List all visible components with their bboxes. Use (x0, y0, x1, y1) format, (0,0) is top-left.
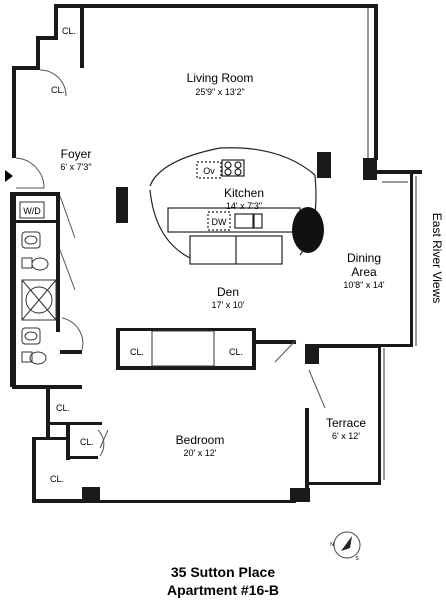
living-room-name: Living Room (187, 71, 254, 85)
closet-label-den-left: CL. (130, 347, 144, 357)
wall-terrace-pillar (305, 344, 319, 364)
kitchen-name: Kitchen (224, 186, 264, 200)
wall-closet-b-top (46, 386, 50, 438)
den-dims: 17' x 10' (212, 300, 245, 310)
view-label: East River Views (430, 213, 444, 303)
wall-den-divider (116, 366, 256, 370)
closet-label-bed-lower: CL. (50, 474, 64, 484)
wall-bath-top (12, 192, 60, 196)
wall-bottom-pillar (82, 487, 100, 503)
wall-dining-right (410, 174, 413, 346)
wall-closet-b-mid (46, 422, 102, 425)
dining-name-line1: Dining (347, 251, 381, 265)
wall-terrace-top (305, 344, 380, 348)
wall-closet-c2 (66, 456, 98, 459)
compass-south: S (355, 556, 359, 562)
closet-label-top: CL. (62, 26, 76, 36)
bath-fixtures (21, 231, 57, 365)
wall-right-upper (374, 4, 378, 160)
washer-dryer-label: W/D (23, 206, 41, 216)
wall-closet-top (54, 4, 84, 8)
wall-bedroom-bottom (96, 500, 296, 503)
den-built-in (151, 330, 215, 367)
entry-door (5, 157, 45, 189)
foyer-dims: 6' x 7'3" (60, 162, 91, 172)
kitchen-column (292, 207, 324, 253)
wall-bedroom-right (305, 408, 309, 492)
dishwasher-label: DW (212, 217, 227, 227)
wall-closet-right (80, 4, 84, 68)
wall-closet-c (66, 422, 70, 460)
terrace-name: Terrace (326, 416, 366, 430)
closet-label-bed-mid: CL. (80, 437, 94, 447)
foyer-name: Foyer (61, 147, 92, 161)
title-apartment: Apartment #16-B (167, 582, 279, 598)
wall-left-step2 (14, 66, 40, 70)
wall-den-right (256, 340, 296, 344)
wall-right-pillar (363, 158, 377, 180)
kitchen-dims: 14' x 7'3" (226, 201, 262, 211)
wall-left-lower (10, 192, 16, 387)
oven-label: Ov (203, 166, 215, 176)
wall-closet-d-left (32, 437, 36, 503)
wall-den-closet-right (252, 328, 256, 370)
title-address: 35 Sutton Place (171, 564, 275, 580)
wall-bath-right (56, 192, 60, 332)
dining-dims: 10'8" x 14' (343, 280, 384, 290)
wall-bottom-left (32, 499, 100, 503)
wall-left-step1v (36, 36, 40, 70)
compass-icon: N S (330, 531, 361, 562)
pillar-den (116, 187, 128, 223)
wall-bath-mid (12, 220, 58, 223)
wall-terrace-bottom (309, 482, 381, 485)
windows (367, 8, 417, 480)
wall-closet-d-top (32, 437, 68, 440)
wall-top (80, 4, 378, 8)
wall-closet-left (54, 4, 58, 40)
wall-right-notch (374, 170, 422, 174)
closet-label-foyer: CL. (51, 85, 65, 95)
dining-name-line2: Area (351, 265, 377, 279)
wall-dining-bottom (378, 344, 413, 347)
wall-left-step1 (36, 36, 58, 40)
bedroom-dims: 20' x 12' (184, 448, 217, 458)
terrace-dims: 6' x 12' (332, 431, 360, 441)
wall-bedroom-right-pillar (290, 488, 310, 502)
pillar-living (317, 152, 331, 178)
bedroom-name: Bedroom (176, 433, 225, 447)
wall-terrace-right (378, 347, 381, 485)
compass-north: N (330, 542, 334, 548)
doors (39, 69, 326, 457)
wall-bath-lower-r (60, 350, 82, 354)
closet-label-den-right: CL. (229, 347, 243, 357)
living-room-dims: 25'9" x 13'2" (195, 87, 244, 97)
den-name: Den (217, 285, 239, 299)
washer-dryer-box (19, 201, 45, 219)
wall-left-upper (12, 66, 16, 158)
wall-den-closet-left (116, 328, 120, 370)
closet-label-bed-upper: CL. (56, 403, 70, 413)
walls (10, 4, 422, 503)
wall-den-closet-top (116, 328, 256, 331)
